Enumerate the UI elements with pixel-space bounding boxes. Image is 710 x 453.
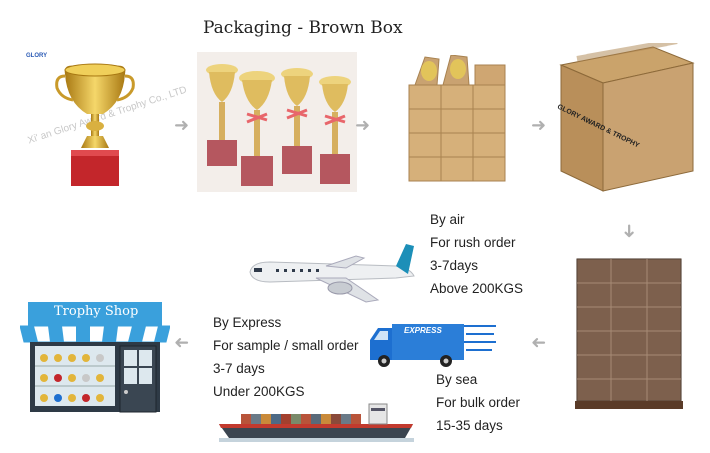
trophy-icon <box>55 62 135 192</box>
air-usage: For rush order <box>430 235 516 250</box>
air-duration: 3-7days <box>430 258 479 273</box>
sea-shipping-info: By sea For bulk order 15-35 days <box>436 368 520 437</box>
express-usage: For sample / small order <box>213 338 359 353</box>
arrow-right-icon: ➜ <box>355 115 371 135</box>
express-weight: Under 200KGS <box>213 384 305 399</box>
air-shipping-info: By air For rush order 3-7days Above 200K… <box>430 208 523 300</box>
airplane-icon <box>246 242 416 304</box>
glory-logo: GLORY <box>26 53 48 59</box>
sea-usage: For bulk order <box>436 395 521 410</box>
carton-icon: GLORY AWARD & TROPHY <box>556 43 697 193</box>
page-title: Packaging - Brown Box <box>203 18 403 38</box>
shop-icon: Trophy Shop <box>20 296 170 416</box>
arrow-left-icon: ➜ <box>531 333 547 353</box>
sea-duration: 15-35 days <box>436 418 503 433</box>
pallet-icon <box>575 257 685 412</box>
express-duration: 3-7 days <box>213 361 265 376</box>
arrow-down-icon: ➜ <box>619 223 640 239</box>
cargo-ship-icon <box>219 402 414 442</box>
arrow-left-icon: ➜ <box>174 333 190 353</box>
express-shipping-info: By Express For sample / small order 3-7 … <box>213 311 359 403</box>
arrow-right-icon: ➜ <box>174 115 190 135</box>
air-weight: Above 200KGS <box>430 281 524 296</box>
truck-icon: EXPRESS <box>368 318 498 368</box>
boxes-icon <box>405 55 515 185</box>
arrow-right-icon: ➜ <box>531 115 547 135</box>
wrapped-trophies-icon <box>197 52 357 192</box>
shop-sign: Trophy Shop <box>54 304 139 319</box>
express-title: By Express <box>213 315 282 330</box>
sea-title: By sea <box>436 372 478 387</box>
air-title: By air <box>430 212 465 227</box>
truck-label: EXPRESS <box>404 326 442 335</box>
